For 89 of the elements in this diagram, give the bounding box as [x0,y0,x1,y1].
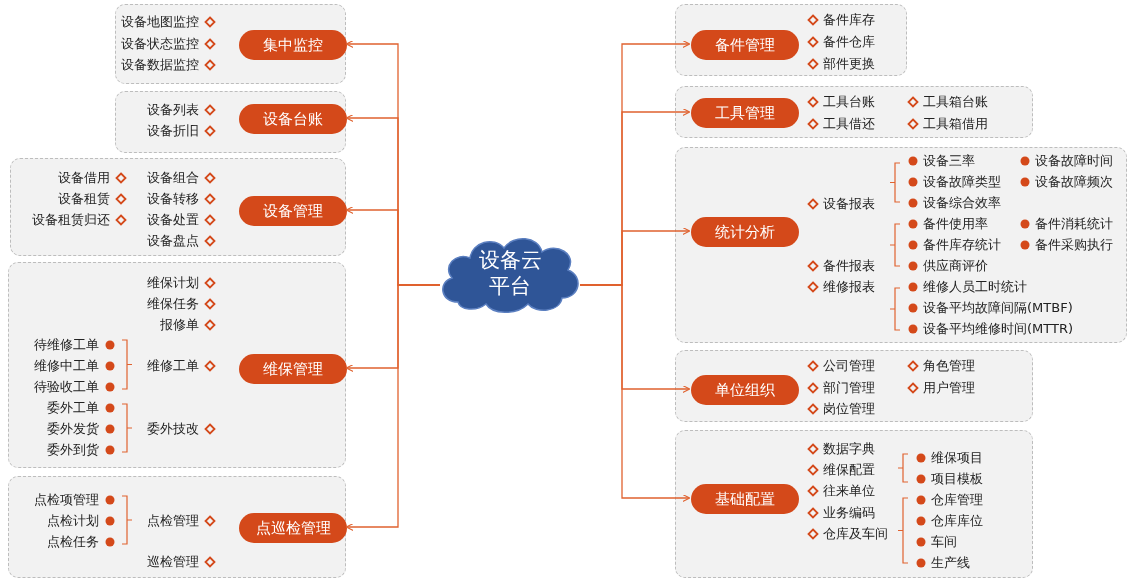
feature-panel [675,430,1033,578]
feature-item: 往来单位 [823,483,875,499]
feature-item: 备件消耗统计 [1035,216,1113,232]
feature-item: 维修报表 [823,279,875,295]
feature-item: 维保项目 [931,450,983,466]
feature-item: 备件库存统计 [923,237,1001,253]
module-node: 统计分析 [691,217,799,247]
module-node: 集中监控 [239,30,347,60]
feature-item: 设备列表 [147,102,199,118]
module-node: 单位组织 [691,375,799,405]
feature-item: 用户管理 [923,380,975,396]
feature-panel [8,262,346,468]
feature-item: 业务编码 [823,505,875,521]
feature-item: 设备租赁 [58,191,110,207]
feature-item: 维修中工单 [34,358,99,374]
module-node: 设备管理 [239,196,347,226]
feature-item: 委外到货 [47,442,99,458]
feature-item: 点检管理 [147,513,199,529]
feature-item: 设备折旧 [147,123,199,139]
feature-item: 车间 [931,534,957,550]
feature-panel [675,86,1033,138]
feature-item: 设备处置 [147,212,199,228]
module-node: 点巡检管理 [239,513,347,543]
feature-item: 委外发货 [47,421,99,437]
feature-item: 部件更换 [823,56,875,72]
feature-item: 项目模板 [931,471,983,487]
feature-item: 设备故障频次 [1035,174,1113,190]
feature-item: 待验收工单 [34,379,99,395]
feature-item: 备件采购执行 [1035,237,1113,253]
feature-item: 设备平均维修时间(MTTR) [923,321,1074,337]
feature-item: 仓库库位 [931,513,983,529]
module-node: 基础配置 [691,484,799,514]
feature-item: 公司管理 [823,358,875,374]
feature-item: 维保任务 [147,296,199,312]
feature-item: 设备组合 [147,170,199,186]
feature-item: 点检项管理 [34,492,99,508]
feature-item: 岗位管理 [823,401,875,417]
feature-item: 备件使用率 [923,216,988,232]
feature-item: 部门管理 [823,380,875,396]
feature-panel [675,4,907,76]
feature-item: 设备三率 [923,153,975,169]
feature-item: 委外工单 [47,400,99,416]
feature-item: 生产线 [931,555,970,571]
feature-item: 维保配置 [823,462,875,478]
feature-item: 仓库及车间 [823,526,888,542]
arrow [579,284,691,503]
feature-item: 角色管理 [923,358,975,374]
feature-item: 设备租赁归还 [32,212,110,228]
feature-item: 维保计划 [147,275,199,291]
feature-panel [675,350,1033,422]
feature-item: 点检任务 [47,534,99,550]
feature-item: 工具台账 [823,94,875,110]
feature-item: 设备状态监控 [121,36,199,52]
feature-item: 工具箱借用 [923,116,988,132]
feature-item: 点检计划 [47,513,99,529]
feature-panel [8,476,346,578]
feature-item: 设备转移 [147,191,199,207]
feature-item: 设备借用 [58,170,110,186]
feature-item: 设备盘点 [147,233,199,249]
feature-item: 待维修工单 [34,337,99,353]
feature-item: 工具借还 [823,116,875,132]
feature-item: 备件报表 [823,258,875,274]
arrow [345,284,441,532]
module-node: 维保管理 [239,354,347,384]
feature-item: 供应商评价 [923,258,988,274]
feature-item: 设备综合效率 [923,195,1001,211]
feature-panel [10,158,346,256]
feature-item: 设备数据监控 [121,57,199,73]
feature-item: 工具箱台账 [923,94,988,110]
feature-item: 设备报表 [823,196,875,212]
feature-item: 报修单 [160,317,199,333]
feature-item: 巡检管理 [147,554,199,570]
module-node: 工具管理 [691,98,799,128]
feature-item: 设备地图监控 [121,14,199,30]
feature-item: 数据字典 [823,441,875,457]
feature-panel [115,91,346,153]
feature-item: 设备故障时间 [1035,153,1113,169]
feature-item: 设备故障类型 [923,174,1001,190]
module-node: 备件管理 [691,30,799,60]
module-node: 设备台账 [239,104,347,134]
feature-item: 维修工单 [147,358,199,374]
feature-item: 委外技改 [147,421,199,437]
feature-panel [115,4,346,84]
feature-item: 设备平均故障间隔(MTBF) [923,300,1073,316]
feature-item: 维修人员工时统计 [923,279,1027,295]
feature-item: 备件仓库 [823,34,875,50]
feature-item: 备件库存 [823,12,875,28]
feature-item: 仓库管理 [931,492,983,508]
feature-panel [675,147,1127,343]
